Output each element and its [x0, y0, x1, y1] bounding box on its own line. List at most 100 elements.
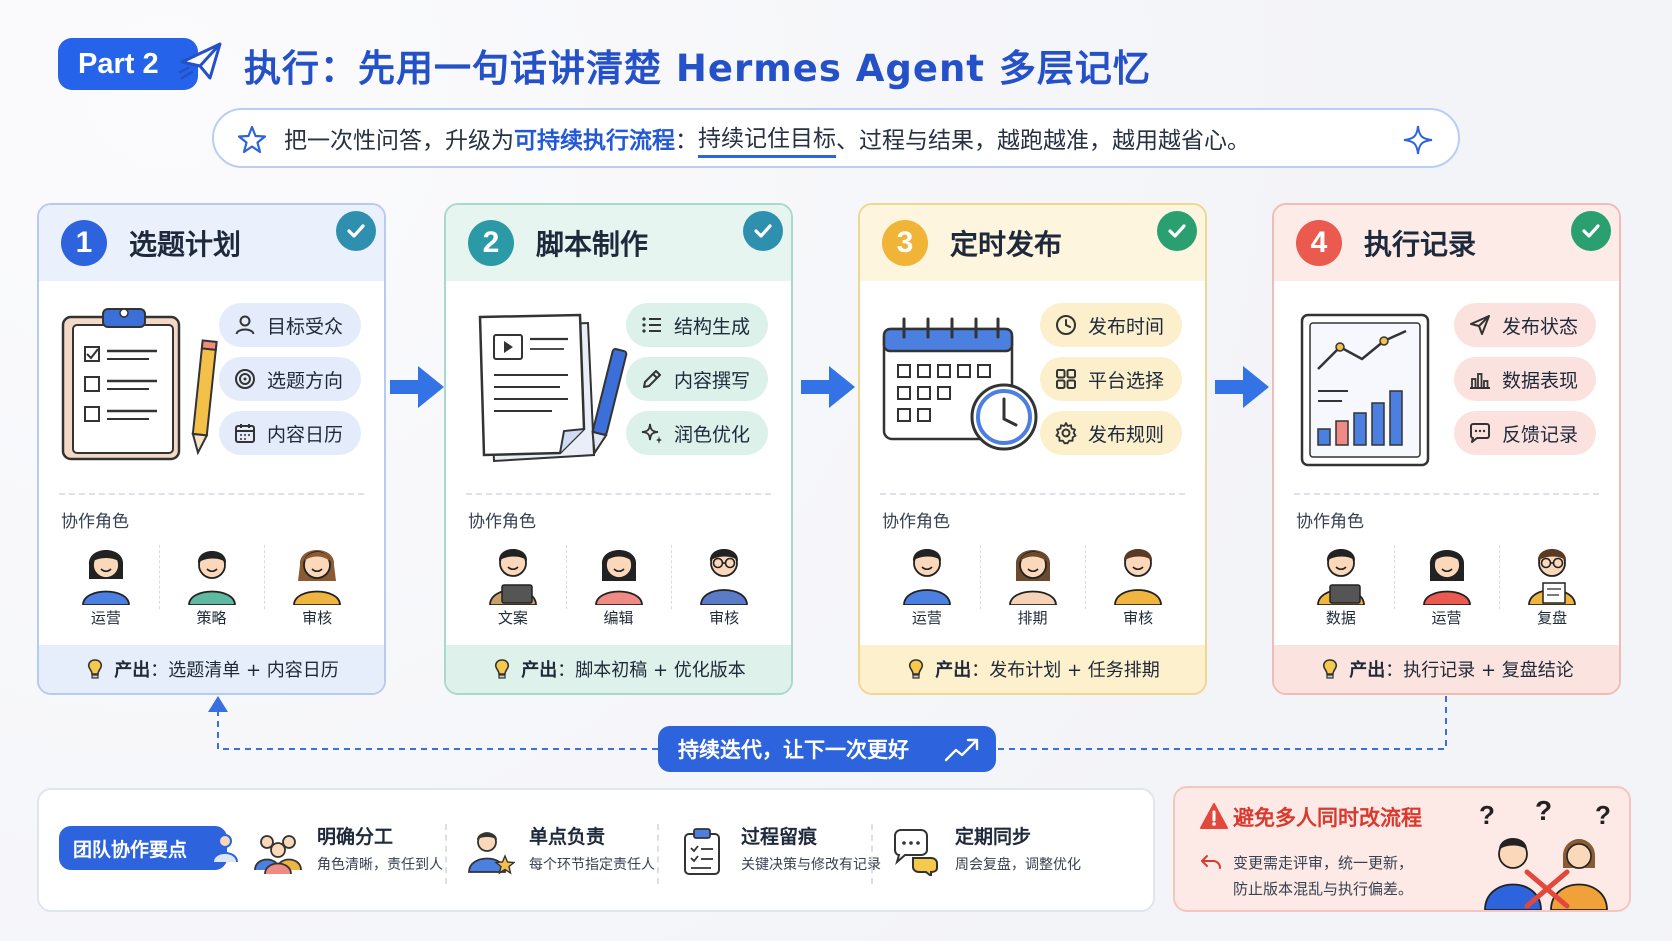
divider: [445, 824, 447, 884]
avatar-woman-pink: [594, 550, 643, 605]
tip-desc: 周会复盘，调整优化: [955, 857, 1081, 873]
role-item: 排期: [979, 535, 1086, 635]
avatar-man-laptop: [1316, 549, 1365, 605]
avatar-man-glasses-document: [1528, 549, 1577, 605]
part-label: Part 2: [78, 47, 159, 80]
role-item: 编辑: [565, 535, 672, 635]
role-item: 复盘: [1499, 535, 1605, 635]
role-name: 审核: [1123, 609, 1154, 627]
chip-publish-status[interactable]: 发布状态: [1454, 303, 1596, 347]
stage-title: 定时发布: [950, 228, 1063, 261]
stage-card-execution-record: 4 执行记录 发布状态 数据表现 反馈记录 协作角色 数据: [1272, 203, 1621, 695]
stage-header: 4 执行记录: [1274, 205, 1619, 281]
chip-content-calendar[interactable]: 内容日历: [219, 411, 361, 455]
output-label: 产出: [521, 660, 558, 681]
warning-desc-line1: 变更需走评审，统一更新，: [1233, 854, 1414, 872]
tip-title: 单点负责: [529, 826, 606, 848]
divider: [59, 493, 364, 495]
subtitle-post: 、过程与结果，越跑越准，越用越省心。: [836, 128, 1250, 154]
subtitle-pre: 把一次性问答，升级为: [284, 128, 514, 154]
role-name: 策略: [196, 609, 227, 627]
check-icon: [1571, 211, 1611, 251]
bar-chart-icon: [1470, 373, 1490, 389]
tip-clear-division: 明确分工 角色清晰，责任到人: [253, 820, 453, 886]
chip-platform-select[interactable]: 平台选择: [1040, 357, 1182, 401]
stage-number: 1: [61, 220, 107, 266]
tip-desc: 关键决策与修改有记录: [741, 857, 881, 873]
dashboard-chart-icon: [1300, 313, 1430, 467]
role-item: 数据: [1288, 535, 1394, 635]
send-icon: [1470, 315, 1490, 335]
check-icon: [1157, 211, 1197, 251]
collab-label: 协作角色: [61, 512, 129, 532]
chip-feedback-record[interactable]: 反馈记录: [1454, 411, 1596, 455]
chip-data-performance[interactable]: 数据表现: [1454, 357, 1596, 401]
role-name: 审核: [709, 609, 740, 627]
warning-triangle-icon: [1200, 803, 1228, 829]
output-text: 选题清单 + 内容日历: [168, 660, 339, 681]
subtitle-colon: ：: [675, 128, 698, 154]
user-icon: [235, 315, 255, 335]
lightbulb-icon: [1323, 659, 1338, 679]
chip-publish-time[interactable]: 发布时间: [1040, 303, 1182, 347]
page-title: 执行：先用一句话讲清楚 Hermes Agent 多层记忆: [244, 47, 1151, 90]
tip-process-trace: 过程留痕 关键决策与修改有记录: [677, 820, 881, 886]
chip-structure-generation[interactable]: 结构生成: [626, 303, 768, 347]
check-icon: [743, 211, 783, 251]
role-list: 运营 排期 审核: [874, 535, 1191, 635]
collab-label: 协作角色: [1296, 512, 1364, 532]
sparkle-icon: [641, 423, 662, 444]
avatar-woman-orange: [293, 550, 342, 605]
stage-title: 选题计划: [129, 228, 242, 261]
lightbulb-icon: [88, 659, 103, 679]
avatar-man-glasses: [700, 549, 749, 605]
divider: [466, 493, 771, 495]
flow-arrow-icon: [1215, 366, 1269, 408]
chip-publish-rules[interactable]: 发布规则: [1040, 411, 1182, 455]
undo-icon: [1201, 855, 1221, 869]
clipboard-checklist-icon: [61, 308, 218, 461]
stage-number: 4: [1296, 220, 1342, 266]
stage-number: 3: [882, 220, 928, 266]
clock-icon: [1056, 315, 1076, 335]
divider: [1294, 493, 1599, 495]
avatar-woman-peach: [1008, 550, 1057, 605]
conflict-people-icon: ? ? ?: [1479, 795, 1611, 910]
flow-arrow-icon: [390, 366, 444, 408]
check-icon: [336, 211, 376, 251]
stage-title: 执行记录: [1364, 228, 1477, 261]
tip-title: 定期同步: [955, 826, 1032, 848]
grid-icon: [1056, 369, 1076, 389]
chip-content-writing[interactable]: 内容撰写: [626, 357, 768, 401]
role-name: 运营: [911, 609, 942, 627]
chip-target-audience[interactable]: 目标受众: [219, 303, 361, 347]
role-list: 文案 编辑 审核: [460, 535, 777, 635]
collab-label: 协作角色: [468, 512, 536, 532]
svg-text:?: ?: [1479, 800, 1495, 830]
role-name: 审核: [302, 609, 333, 627]
target-icon: [235, 369, 255, 389]
subtitle-underlined: 持续记住目标: [698, 119, 836, 158]
stage-card-scheduled-publish: 3 定时发布 发布时间 平台选择 发布规则 协作角色 运营: [858, 203, 1207, 695]
list-icon: [642, 317, 661, 333]
stage-output: 产出： 选题清单 + 内容日历: [39, 645, 384, 693]
gear-icon: [1055, 422, 1077, 445]
output-text: 执行记录 + 复盘结论: [1403, 660, 1574, 681]
role-name: 排期: [1017, 609, 1048, 627]
tip-desc: 每个环节指定责任人: [529, 857, 655, 873]
role-item: 运营: [874, 535, 980, 635]
role-name: 文案: [497, 609, 528, 627]
tip-regular-sync: 定期同步 周会复盘，调整优化: [891, 820, 1131, 886]
stage-card-script-production: 2 脚本制作 结构生成 内容撰写 润色优化 协作角色: [444, 203, 793, 695]
role-list: 运营 策略 审核: [53, 535, 370, 635]
warning-title: 避免多人同时改流程: [1233, 806, 1422, 830]
paper-plane-icon: [178, 42, 222, 80]
chip-topic-direction[interactable]: 选题方向: [219, 357, 361, 401]
avatar-woman-red: [1422, 550, 1471, 605]
role-name: 数据: [1325, 609, 1356, 627]
warning-panel: 避免多人同时改流程 变更需走评审，统一更新， 防止版本混乱与执行偏差。 ? ? …: [1173, 786, 1631, 912]
divider: [880, 493, 1185, 495]
output-text: 发布计划 + 任务排期: [989, 660, 1160, 681]
role-item: 审核: [1085, 535, 1191, 635]
chip-polish-optimize[interactable]: 润色优化: [626, 411, 768, 455]
